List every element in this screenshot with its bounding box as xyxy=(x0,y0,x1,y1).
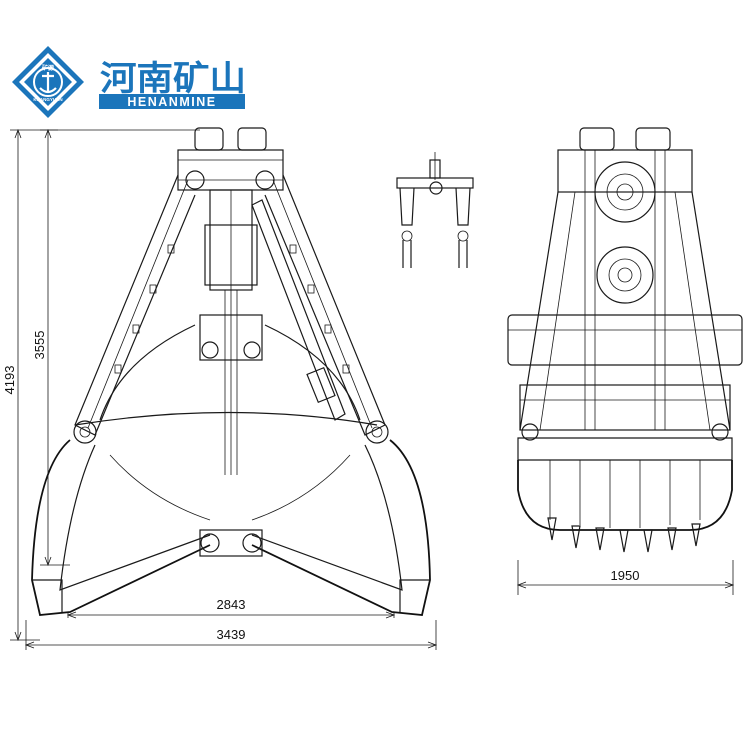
logo-english-name: HENANMINE xyxy=(127,95,216,109)
hook-detail-view xyxy=(396,152,474,268)
dimension-jaw-span-inner: 2843 xyxy=(217,597,246,612)
logo-english-bar xyxy=(99,94,245,109)
dimension-body-height: 3555 xyxy=(32,331,47,360)
front-view-dimensions xyxy=(10,128,438,650)
dimension-total-height: 4193 xyxy=(2,366,17,395)
logo-chinese-name: 河南矿山 xyxy=(100,59,246,99)
company-logo: 矿源 KUANGYUAN 河南矿山 HENANMINE xyxy=(12,46,246,118)
front-view-grab xyxy=(31,127,431,616)
side-view-dimensions xyxy=(516,560,735,595)
side-view-grab xyxy=(507,127,743,553)
logo-badge-top-text: 矿源 xyxy=(42,64,54,72)
logo-badge: 矿源 KUANGYUAN xyxy=(12,46,84,118)
dimension-side-width: 1950 xyxy=(611,568,640,583)
dimension-jaw-span-outer: 3439 xyxy=(217,627,246,642)
logo-badge-ring-text: KUANGYUAN xyxy=(33,97,62,102)
